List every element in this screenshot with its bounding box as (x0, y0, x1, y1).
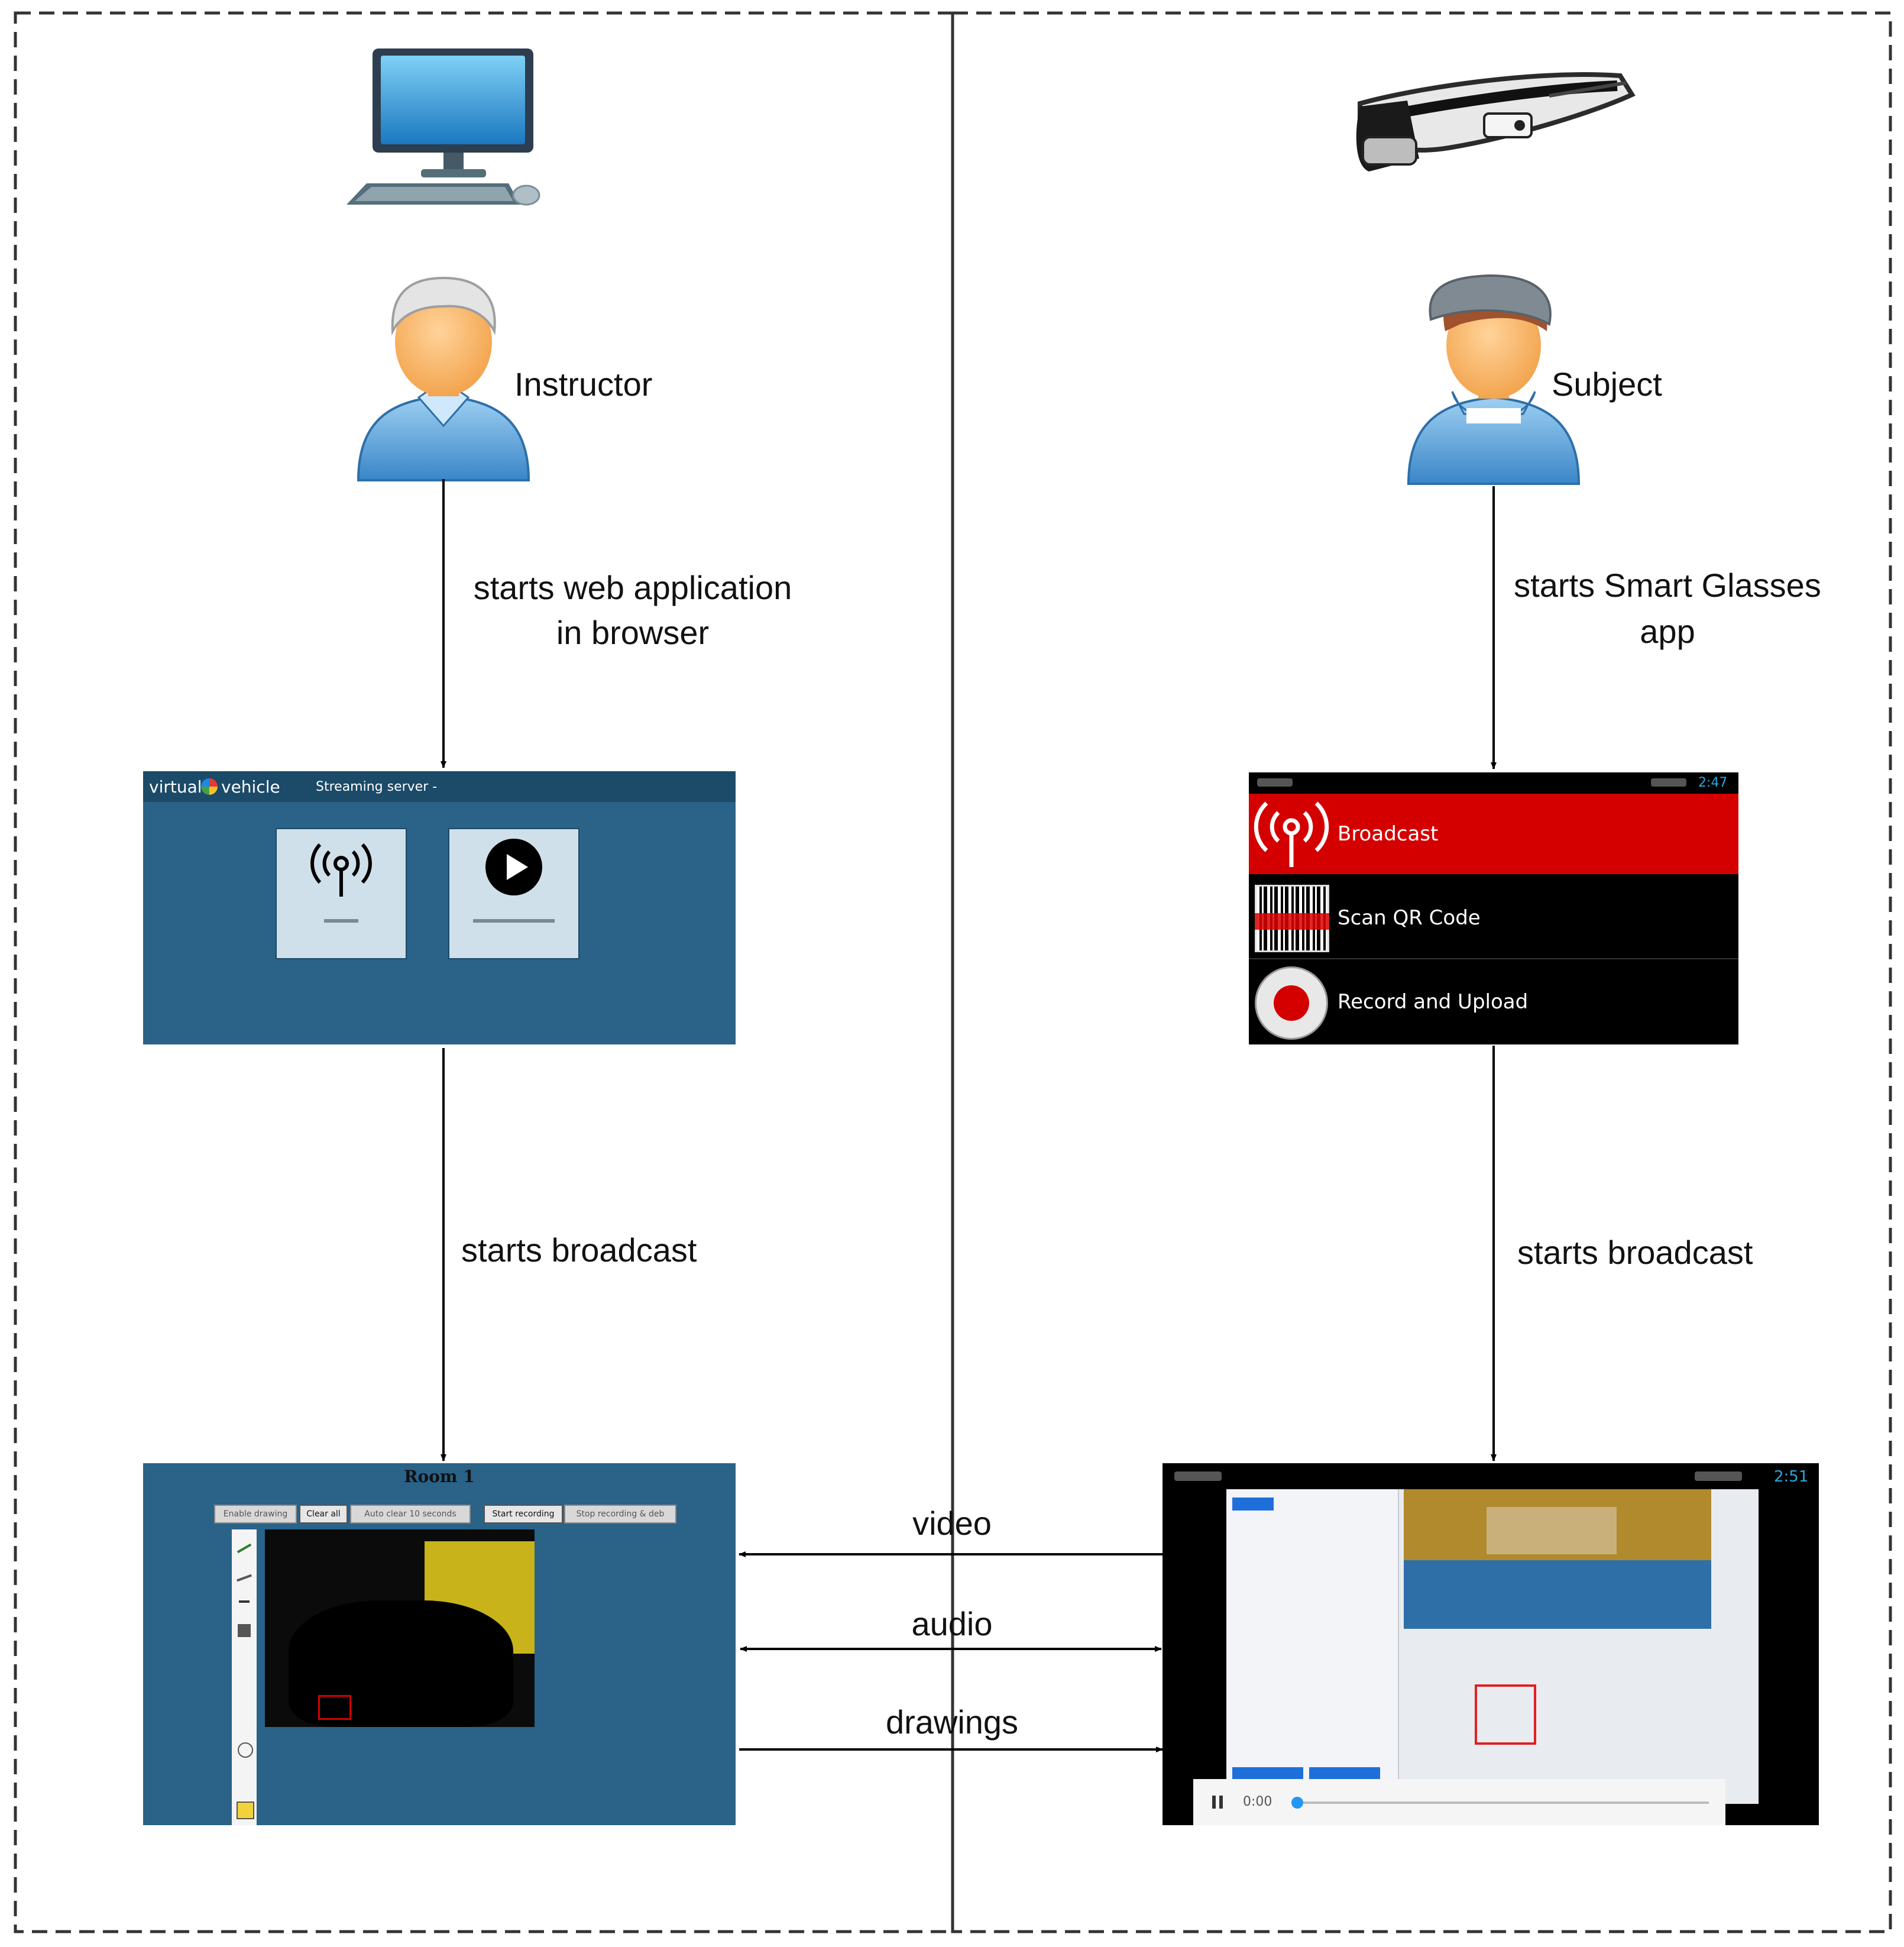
step-subject-broadcast: starts broadcast (1517, 1234, 1753, 1271)
room-screenshot: Room 1 Enable drawing Clear all Auto cle… (143, 1463, 736, 1825)
image-tool-icon[interactable] (238, 1624, 251, 1637)
instructor-avatar (357, 276, 530, 481)
menu-label-record-upload: Record and Upload (1338, 990, 1529, 1014)
menu-item-scan-qr[interactable]: Scan QR Code (1249, 877, 1738, 959)
stream-status-icons-left (1174, 1471, 1222, 1481)
room-video-feed (265, 1529, 535, 1727)
right-panel-frame (951, 11, 1892, 1933)
pause-icon[interactable] (1212, 1796, 1216, 1809)
logo-globe-icon (201, 778, 218, 795)
stream-status-icons-right (1695, 1471, 1742, 1481)
desktop-computer-icon (347, 48, 540, 206)
broadcast-tile-caption (324, 919, 358, 923)
stream-machine-view (1404, 1489, 1711, 1629)
step-start-web-app-line1: starts web application (473, 569, 792, 606)
subject-avatar (1407, 274, 1581, 485)
seek-slider-track[interactable] (1295, 1802, 1709, 1804)
stream-app-panel (1226, 1489, 1399, 1804)
menu-item-broadcast[interactable]: Broadcast (1249, 794, 1738, 874)
drawings-channel-label: drawings (885, 1703, 1019, 1741)
menu-item-record-upload[interactable]: Record and Upload (1249, 959, 1738, 1044)
stream-camera-view (1226, 1489, 1759, 1804)
step-start-web-app-line2: in browser (556, 614, 710, 651)
web-app-header: virtual vehicle Streaming server - (143, 771, 736, 802)
drawn-rectangle (318, 1695, 351, 1720)
playback-time: 0:00 (1243, 1794, 1272, 1809)
status-icons-left (1257, 778, 1293, 787)
glasses-app-screenshot: 2:47 Broadcast Scan QR Code Record and U… (1249, 772, 1738, 1044)
enable-drawing-button[interactable]: Enable drawing (214, 1505, 297, 1524)
pen-tool-icon[interactable] (237, 1543, 252, 1554)
header-title: Streaming server - (316, 780, 438, 794)
auto-clear-button[interactable]: Auto clear 10 seconds (350, 1505, 471, 1524)
subject-label: Subject (1552, 366, 1662, 403)
stream-status-time: 2:51 (1774, 1468, 1809, 1486)
play-icon (485, 839, 542, 895)
play-tile-caption (473, 919, 555, 923)
start-recording-button[interactable]: Start recording (484, 1505, 563, 1524)
clear-all-button[interactable]: Clear all (299, 1505, 348, 1524)
drawing-tools-bar (232, 1529, 257, 1825)
status-icons-right (1651, 778, 1686, 787)
line-tool-icon[interactable] (237, 1574, 252, 1582)
color-swatch-icon[interactable] (237, 1802, 254, 1819)
video-scene-object (289, 1600, 513, 1727)
record-icon (1255, 966, 1328, 1040)
play-tile[interactable] (448, 828, 579, 959)
barcode-scan-band (1255, 913, 1329, 930)
stream-highlight-box (1475, 1684, 1536, 1745)
instructor-label: Instructor (514, 366, 653, 403)
stream-status-bar: 2:51 (1163, 1463, 1819, 1489)
text-tool-icon[interactable] (239, 1600, 250, 1613)
left-panel-frame (14, 11, 954, 1933)
stop-recording-button[interactable]: Stop recording & deb (564, 1505, 676, 1524)
menu-label-scan-qr: Scan QR Code (1338, 906, 1481, 930)
step-start-glasses-app-line1: starts Smart Glasses (1514, 567, 1821, 604)
broadcast-icon (1254, 801, 1329, 867)
broadcast-antenna-icon (310, 843, 372, 897)
logo-text-right: vehicle (221, 777, 280, 797)
room-toolbar: Enable drawing Clear all Auto clear 10 s… (214, 1505, 676, 1524)
playback-bar: 0:00 (1193, 1779, 1725, 1825)
glasses-status-bar: 2:47 (1249, 772, 1738, 794)
seek-slider-thumb[interactable] (1291, 1797, 1303, 1809)
video-channel-label: video (912, 1505, 992, 1542)
smart-glasses-icon (1356, 72, 1636, 172)
web-app-screenshot: virtual vehicle Streaming server - (143, 771, 736, 1044)
room-title: Room 1 (404, 1467, 475, 1486)
ellipse-tool-icon[interactable] (238, 1742, 253, 1758)
glasses-stream-screenshot: 2:51 0:00 (1163, 1463, 1819, 1825)
step-start-glasses-app-line2: app (1640, 613, 1695, 650)
broadcast-tile[interactable] (276, 828, 407, 959)
glasses-status-time: 2:47 (1698, 775, 1728, 790)
logo-text-left: virtual (149, 777, 202, 797)
menu-label-broadcast: Broadcast (1338, 822, 1439, 846)
step-instructor-broadcast: starts broadcast (461, 1231, 697, 1269)
audio-channel-label: audio (911, 1605, 993, 1642)
